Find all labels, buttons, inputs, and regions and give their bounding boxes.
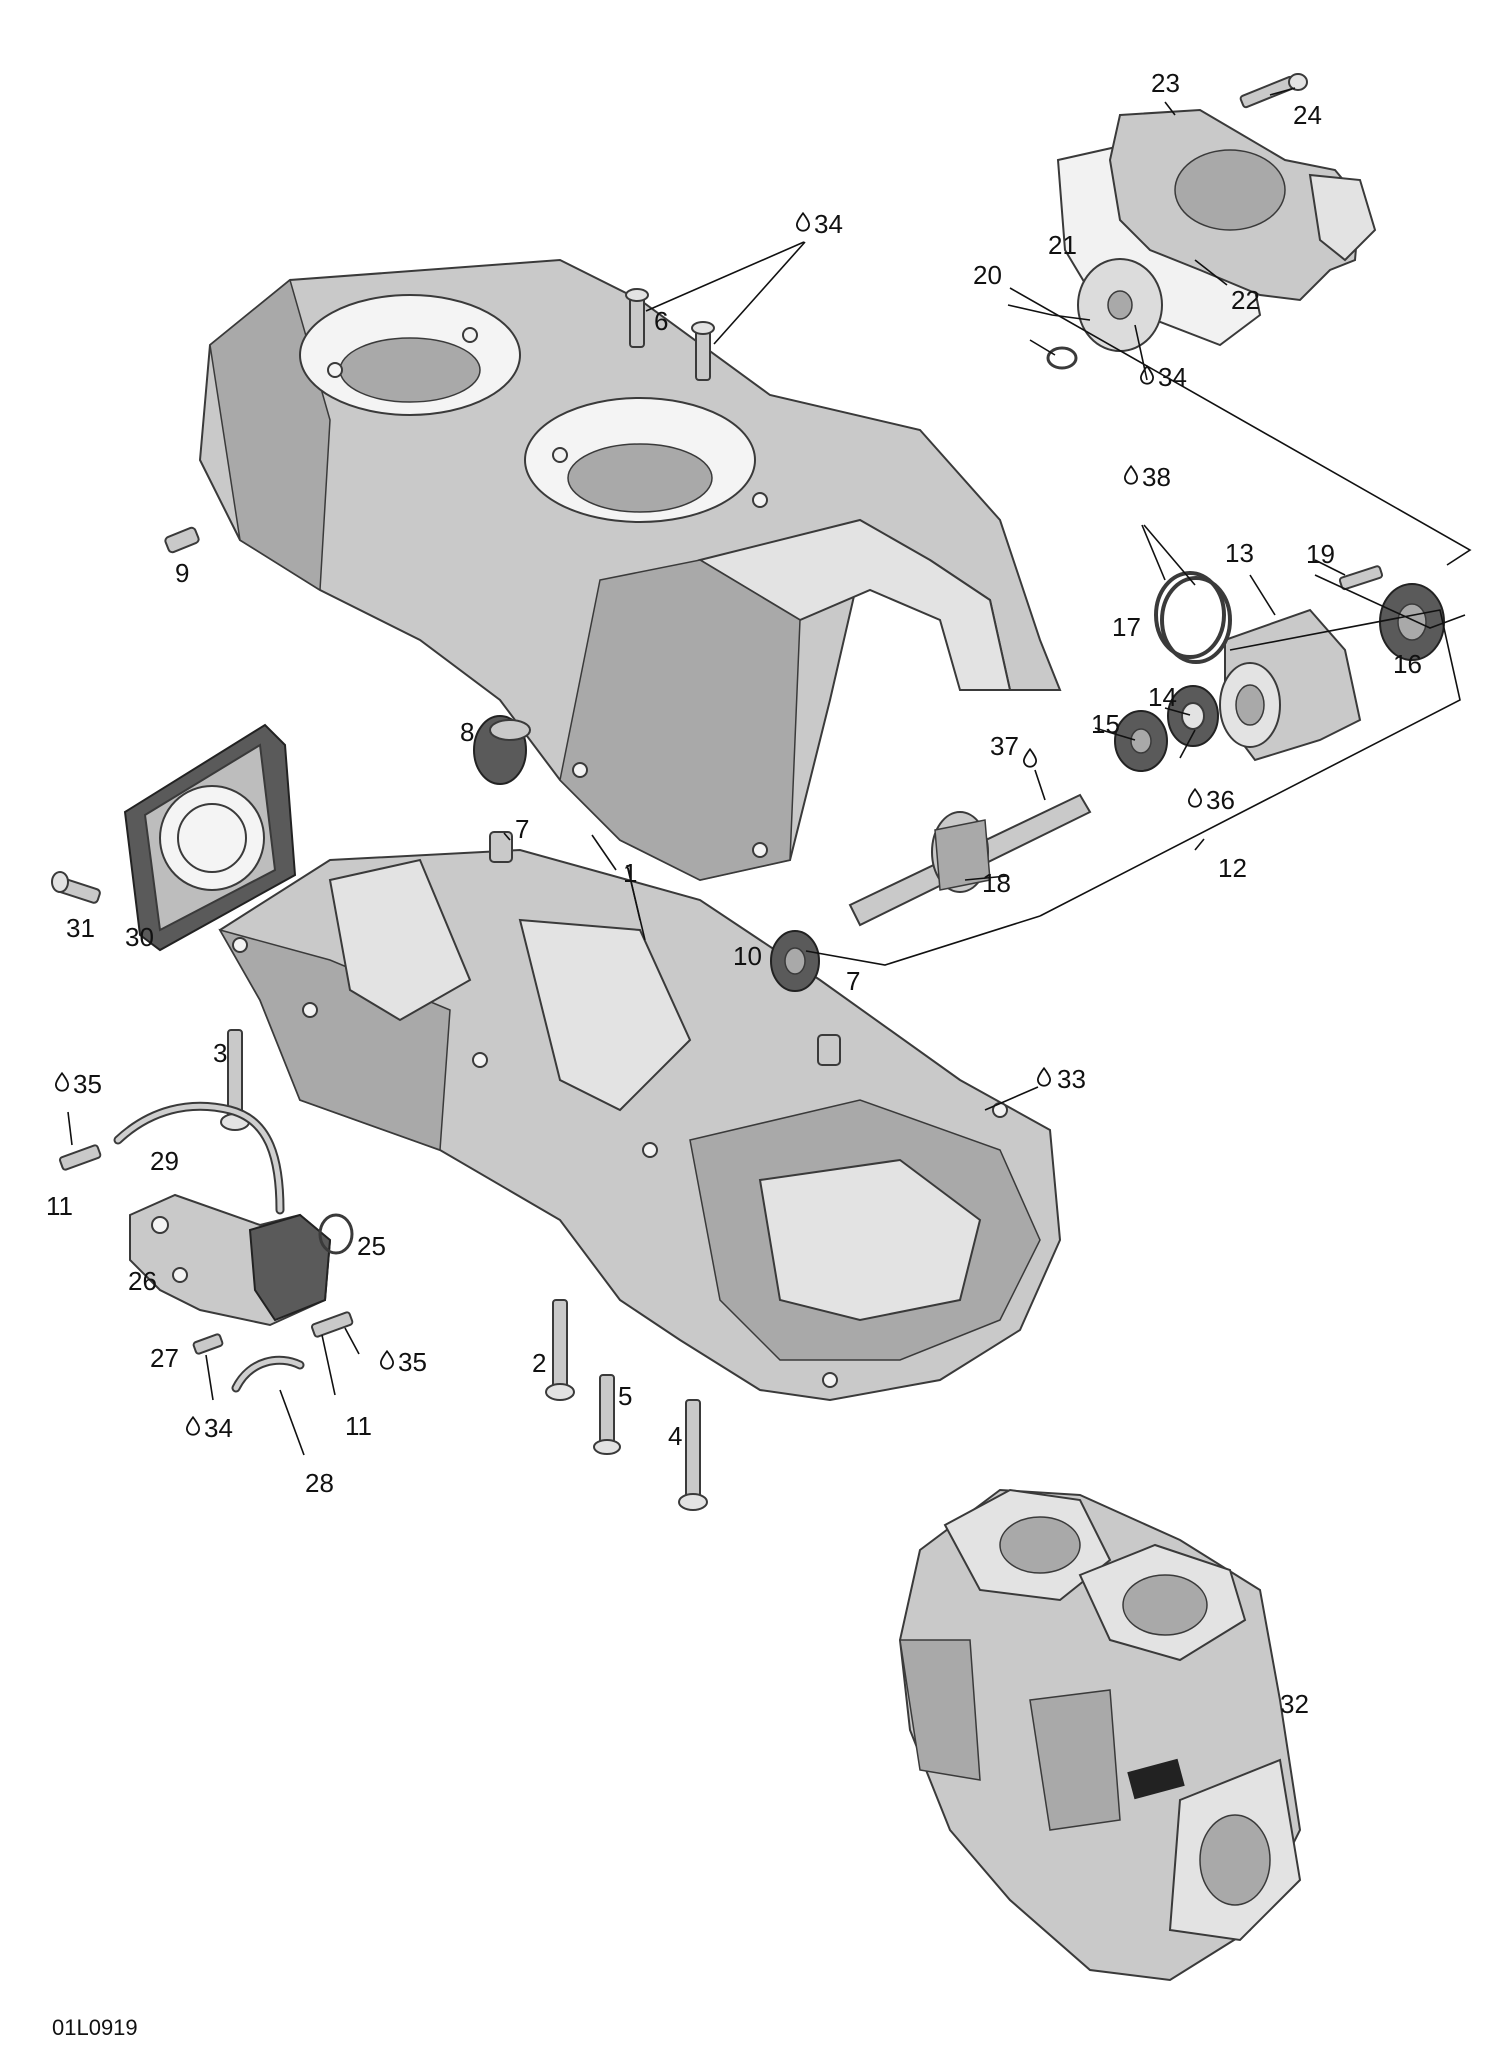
callout-28: 28: [305, 1468, 334, 1498]
dowel-7a: [489, 831, 513, 863]
callout-16: 16: [1393, 649, 1422, 679]
bolt-3: [220, 1029, 250, 1131]
callout-8: 8: [460, 717, 474, 747]
callout-2: 2: [532, 1348, 546, 1378]
bolt-31: [51, 871, 101, 904]
drop-icon-33: [1037, 1067, 1051, 1087]
diagram-code: 01L0919: [52, 2015, 138, 2040]
pump-shaft-assembly: [848, 565, 1445, 927]
callout-17: 17: [1112, 612, 1141, 642]
pump-housing-assembly: [1046, 108, 1377, 370]
callout-12: 12: [1218, 853, 1247, 883]
bolt-5: [593, 1374, 621, 1455]
o-ring-25: [318, 1213, 354, 1255]
callout-38: 38: [1142, 462, 1171, 492]
callout-10: 10: [733, 941, 762, 971]
bolt-6b: [691, 321, 715, 381]
callout-36: 36: [1206, 785, 1235, 815]
callout-30: 30: [125, 922, 154, 952]
drop-icon-35b: [380, 1350, 394, 1370]
callout-4: 4: [668, 1421, 682, 1451]
callout-33: 33: [1057, 1064, 1086, 1094]
gasket-plate: [123, 723, 297, 952]
upper-crankcase: [198, 258, 1062, 882]
callout-7b: 7: [846, 966, 860, 996]
leader-lines: [67, 87, 1472, 1456]
callout-9: 9: [175, 558, 189, 588]
drop-icon-37: [1023, 748, 1037, 768]
hose-29: [113, 1101, 285, 1215]
hose-28: [231, 1355, 305, 1393]
callout-7a: 7: [515, 814, 529, 844]
callout-11a: 11: [46, 1191, 73, 1221]
callout-5: 5: [618, 1381, 632, 1411]
plug-9: [164, 526, 200, 554]
callout-24: 24: [1293, 100, 1322, 130]
drop-icon-35a: [55, 1072, 69, 1092]
callout-19: 19: [1306, 539, 1335, 569]
callout-11b: 11: [345, 1411, 372, 1441]
callout-20: 20: [973, 260, 1002, 290]
callout-29: 29: [150, 1146, 179, 1176]
callout-13: 13: [1225, 538, 1254, 568]
drop-icon-34c: [186, 1416, 200, 1436]
dowel-7b: [817, 1034, 841, 1066]
bolt-11a: [58, 1144, 102, 1171]
bolt-6a: [625, 288, 649, 348]
callout-31: 31: [66, 913, 95, 943]
callout-26: 26: [128, 1266, 157, 1296]
callout-34c: 34: [204, 1413, 233, 1443]
bearing-10: [770, 930, 820, 992]
callout-1: 1: [623, 858, 637, 888]
callout-25: 25: [357, 1231, 386, 1261]
callout-35a: 35: [73, 1069, 102, 1099]
callout-37: 37: [990, 731, 1019, 761]
callout-35b: 35: [398, 1347, 427, 1377]
callout-34b: 34: [1158, 362, 1187, 392]
callout-labels: 1 2 3 4 5 6 7 7 8 9 10 11 11 12 13 14 15…: [46, 68, 1422, 1719]
bolt-2: [545, 1299, 575, 1401]
drop-icon-38: [1124, 465, 1138, 485]
callout-21: 21: [1048, 230, 1077, 260]
callout-22: 22: [1231, 285, 1260, 315]
callout-15: 15: [1091, 709, 1120, 739]
callout-32: 32: [1280, 1689, 1309, 1719]
seal-8: [473, 715, 531, 785]
bolt-24: [1239, 73, 1308, 109]
drop-icon-36: [1188, 788, 1202, 808]
callout-34a: 34: [814, 209, 843, 239]
callout-18: 18: [982, 868, 1011, 898]
screw-27: [192, 1333, 224, 1355]
callout-6: 6: [654, 306, 668, 336]
lower-crankcase: [218, 848, 1062, 1402]
assembled-engine: [898, 1488, 1302, 1982]
callout-3: 3: [213, 1038, 227, 1068]
bolt-11b: [310, 1311, 354, 1338]
bolt-4: [678, 1399, 708, 1511]
callout-14: 14: [1148, 682, 1177, 712]
callout-27: 27: [150, 1343, 179, 1373]
callout-23: 23: [1151, 68, 1180, 98]
drop-icon-34a: [796, 212, 810, 232]
oil-pump: [129, 1193, 332, 1327]
